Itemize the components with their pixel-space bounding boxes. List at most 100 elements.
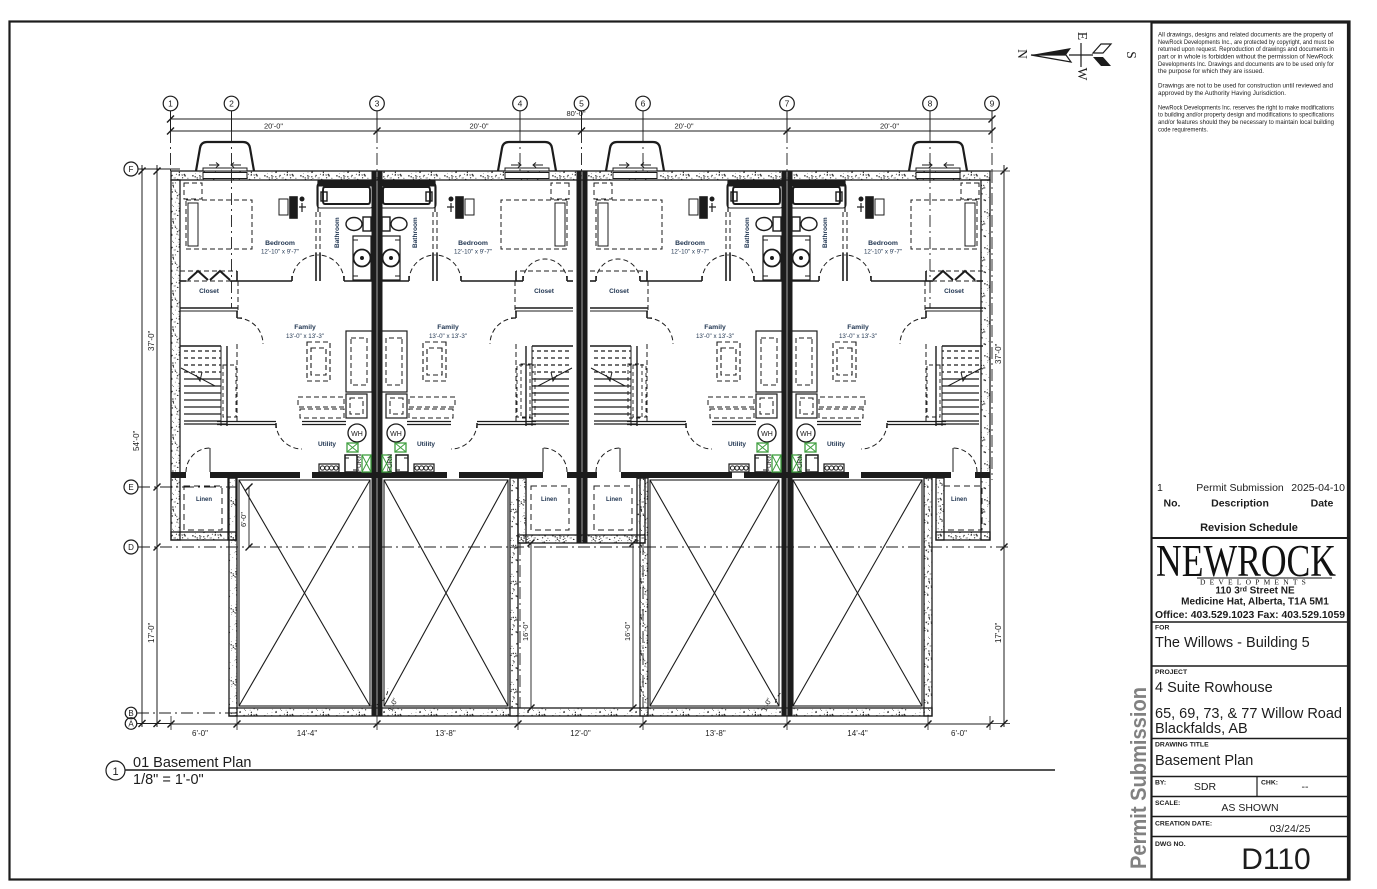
- svg-text:1: 1: [168, 99, 173, 109]
- svg-text:13'-0" x 13'-3": 13'-0" x 13'-3": [696, 333, 734, 340]
- svg-text:13'-8": 13'-8": [705, 729, 726, 738]
- svg-text:WH: WH: [351, 431, 363, 438]
- svg-text:DEVELOPMENTS: DEVELOPMENTS: [1200, 578, 1310, 587]
- svg-text:9: 9: [990, 99, 995, 109]
- svg-text:Bedroom: Bedroom: [458, 240, 488, 247]
- svg-text:N: N: [1015, 49, 1030, 59]
- svg-text:Family: Family: [847, 324, 869, 331]
- svg-text:SDR: SDR: [1194, 781, 1217, 793]
- svg-text:110 3rd Street NE: 110 3rd Street NE: [1215, 586, 1295, 597]
- svg-text:FOR: FOR: [1155, 625, 1169, 632]
- svg-text:Permit Submission: Permit Submission: [1126, 687, 1151, 869]
- svg-text:01 Basement Plan: 01 Basement Plan: [133, 755, 252, 771]
- svg-text:and/or features should they be: and/or features should they be necessary…: [1158, 119, 1334, 126]
- svg-text:Blackfalds, AB: Blackfalds, AB: [1155, 721, 1248, 737]
- svg-text:E: E: [1075, 32, 1090, 40]
- svg-text:54'-0": 54'-0": [132, 430, 141, 451]
- svg-text:code requirements.: code requirements.: [1158, 126, 1208, 133]
- svg-text:Family: Family: [294, 324, 316, 331]
- svg-text:12'-10" x 9'-7": 12'-10" x 9'-7": [671, 249, 709, 256]
- svg-text:Bedroom: Bedroom: [265, 240, 295, 247]
- svg-text:Closet: Closet: [944, 288, 965, 295]
- svg-text:E: E: [128, 483, 133, 492]
- svg-text:20'-0": 20'-0": [674, 122, 693, 131]
- svg-text:NewRock Developments Inc., are: NewRock Developments Inc., are protected…: [1158, 39, 1334, 46]
- svg-text:to building and/or property de: to building and/or property design and m…: [1158, 112, 1335, 119]
- svg-text:DWG NO.: DWG NO.: [1155, 841, 1186, 848]
- svg-text:20'-0": 20'-0": [880, 122, 899, 131]
- svg-text:returned upon request. Reprod: returned upon request. Reproduction of d…: [1158, 46, 1334, 53]
- svg-text:3: 3: [375, 99, 380, 109]
- svg-text:Closet: Closet: [199, 288, 220, 295]
- svg-text:DRAWING TITLE: DRAWING TITLE: [1155, 742, 1209, 749]
- svg-text:6: 6: [641, 99, 646, 109]
- svg-text:16'-0": 16'-0": [521, 622, 530, 641]
- svg-text:Utility: Utility: [417, 441, 435, 448]
- svg-text:7: 7: [785, 99, 790, 109]
- svg-text:Bathroom: Bathroom: [744, 217, 751, 248]
- svg-text:Description: Description: [1211, 498, 1269, 510]
- svg-text:--: --: [1302, 781, 1309, 793]
- svg-text:the purpose for which they are: the purpose for which they are issued.: [1158, 68, 1264, 75]
- svg-text:65, 69, 73, & 77 Willow Road: 65, 69, 73, & 77 Willow Road: [1155, 706, 1342, 722]
- svg-text:12'-0": 12'-0": [570, 729, 591, 738]
- svg-text:03/24/25: 03/24/25: [1270, 823, 1311, 835]
- svg-text:Linen: Linen: [541, 497, 557, 503]
- svg-text:FURN: FURN: [797, 454, 804, 472]
- svg-text:SCALE:: SCALE:: [1155, 800, 1180, 807]
- svg-text:Family: Family: [704, 324, 726, 331]
- svg-text:2025-04-10: 2025-04-10: [1291, 482, 1345, 494]
- svg-text:Linen: Linen: [606, 497, 622, 503]
- svg-text:Utility: Utility: [827, 441, 845, 448]
- svg-text:WH: WH: [761, 431, 773, 438]
- svg-text:13'-0" x 13'-3": 13'-0" x 13'-3": [839, 333, 877, 340]
- svg-text:17'-0": 17'-0": [994, 622, 1003, 643]
- svg-text:A: A: [128, 720, 134, 729]
- svg-text:4: 4: [518, 99, 523, 109]
- svg-text:12'-10" x 9'-7": 12'-10" x 9'-7": [261, 249, 299, 256]
- svg-text:37'-0": 37'-0": [994, 343, 1003, 364]
- svg-text:FURN: FURN: [766, 454, 773, 472]
- svg-text:4 Suite Rowhouse: 4 Suite Rowhouse: [1155, 680, 1273, 696]
- svg-text:Revision Schedule: Revision Schedule: [1200, 522, 1298, 534]
- svg-text:Date: Date: [1311, 498, 1334, 510]
- svg-text:20'-0": 20'-0": [469, 122, 488, 131]
- svg-text:12'-10" x 9'-7": 12'-10" x 9'-7": [864, 249, 902, 256]
- svg-text:Linen: Linen: [951, 497, 967, 503]
- svg-text:FURN: FURN: [356, 454, 363, 472]
- svg-text:Developments Inc. Drawings and: Developments Inc. Drawings and documents…: [1158, 61, 1335, 68]
- svg-text:80'-0": 80'-0": [566, 109, 585, 118]
- svg-text:16'-0": 16'-0": [623, 622, 632, 641]
- svg-text:2: 2: [229, 99, 234, 109]
- svg-text:No.: No.: [1164, 498, 1181, 510]
- svg-text:Bathroom: Bathroom: [334, 217, 341, 248]
- svg-text:part or in whole is forbidden: part or in whole is forbidden without th…: [1158, 54, 1334, 61]
- svg-text:37'-0": 37'-0": [147, 330, 156, 351]
- svg-text:14'-4": 14'-4": [847, 729, 868, 738]
- svg-text:Medicine Hat, Alberta, T1A 5M1: Medicine Hat, Alberta, T1A 5M1: [1181, 597, 1329, 608]
- svg-text:17'-0": 17'-0": [147, 622, 156, 643]
- svg-text:13'-0" x 13'-3": 13'-0" x 13'-3": [429, 333, 467, 340]
- svg-text:S: S: [1124, 51, 1139, 59]
- svg-text:13'-0" x 13'-3": 13'-0" x 13'-3": [286, 333, 324, 340]
- svg-text:Utility: Utility: [728, 441, 746, 448]
- svg-text:1: 1: [112, 766, 118, 778]
- svg-text:FURN: FURN: [387, 454, 394, 472]
- svg-text:All drawings, designs and rela: All drawings, designs and related docume…: [1158, 32, 1333, 39]
- svg-text:Office: 403.529.1023 Fax: 403: Office: 403.529.1023 Fax: 403.529.1059: [1155, 609, 1345, 621]
- svg-text:6'-0": 6'-0": [951, 729, 967, 738]
- svg-text:CHK:: CHK:: [1261, 780, 1278, 787]
- svg-text:1/8" = 1'-0": 1/8" = 1'-0": [133, 772, 204, 788]
- svg-text:8: 8: [928, 99, 933, 109]
- svg-text:Bedroom: Bedroom: [675, 240, 705, 247]
- svg-text:Family: Family: [437, 324, 459, 331]
- svg-text:12'-10" x 9'-7": 12'-10" x 9'-7": [454, 249, 492, 256]
- svg-text:PROJECT: PROJECT: [1155, 669, 1188, 676]
- svg-text:13'-8": 13'-8": [435, 729, 456, 738]
- svg-text:D110: D110: [1241, 843, 1311, 876]
- svg-text:6'-0": 6'-0": [239, 512, 248, 527]
- svg-text:Closet: Closet: [609, 288, 630, 295]
- svg-text:AS SHOWN: AS SHOWN: [1221, 802, 1278, 814]
- svg-text:Bathroom: Bathroom: [822, 217, 829, 248]
- svg-text:WH: WH: [390, 431, 402, 438]
